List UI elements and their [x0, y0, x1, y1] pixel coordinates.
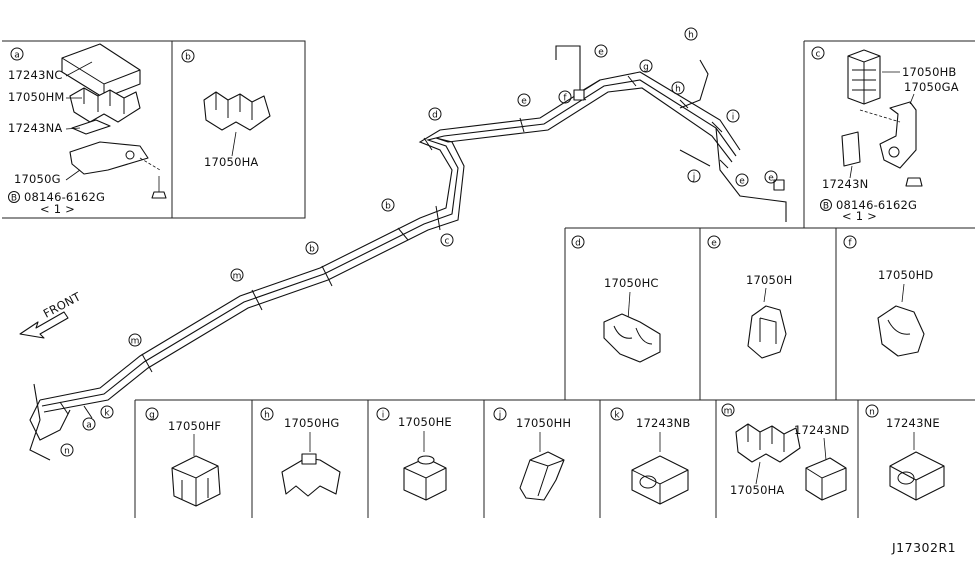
- pad-17243nd: [805, 457, 847, 501]
- pad: [71, 119, 111, 135]
- label-17050g: 17050G: [14, 172, 61, 186]
- label-17243nd: 17243ND: [794, 423, 849, 437]
- pipe-connector: [573, 89, 585, 101]
- label-17050hb: 17050HB: [902, 65, 957, 79]
- clip-17050hh: [519, 451, 565, 501]
- label-17050hm: 17050HM: [8, 90, 65, 104]
- label-17050h: 17050H: [746, 273, 792, 287]
- label-17050hc: 17050HC: [604, 276, 659, 290]
- callout-main-c: c: [445, 237, 450, 247]
- callout-letter-i: i: [382, 411, 385, 421]
- bolt-symbol: B: [11, 194, 17, 204]
- panel-c: c 17050HB 17050GA 17243N B 08146-6162G <…: [811, 46, 959, 223]
- callout-main-h: h: [688, 31, 694, 41]
- callout-main-j: j: [692, 173, 696, 183]
- panel-e: e 17050H: [707, 235, 792, 359]
- clip-assembly: [69, 87, 141, 123]
- bolt-quantity: < 1 >: [842, 209, 877, 223]
- panel-f: f 17050HD: [843, 235, 934, 357]
- callout-main-n: n: [64, 447, 70, 457]
- label-17050ha: 17050HA: [730, 483, 785, 497]
- bracket-17050ga: [879, 101, 917, 169]
- panel-frames: [2, 40, 975, 518]
- front-arrow: FRONT: [19, 289, 84, 339]
- pipe-connector: [773, 179, 785, 191]
- panel-g: g 17050HF: [145, 407, 221, 507]
- pad-17243n: [841, 131, 861, 167]
- callout-letter-d: d: [575, 239, 581, 249]
- callout-main-h: h: [675, 85, 681, 95]
- callout-main-e: e: [598, 48, 604, 58]
- clip-17050h: [747, 305, 787, 359]
- callout-letter-h: h: [264, 411, 270, 421]
- panel-i: i 17050HE: [376, 407, 452, 501]
- panel-k: k 17243NB: [610, 407, 690, 505]
- panel-d: d 17050HC: [571, 235, 661, 363]
- panel-a: a 17243NC 17050HM 17243NA 17050G B 08146…: [8, 43, 167, 216]
- bolt-part-number: 08146-6162G: [24, 190, 105, 204]
- label-17050hd: 17050HD: [878, 268, 934, 282]
- label-17243nb: 17243NB: [636, 416, 690, 430]
- clip-17050hd: [877, 305, 925, 357]
- bracket: [69, 141, 149, 175]
- pad-17243ne: [889, 451, 945, 501]
- callout-main-m: m: [131, 337, 140, 347]
- clip-17050ha: [735, 423, 801, 463]
- diagram-reference: J17302R1: [891, 540, 956, 555]
- bolt-symbol: B: [823, 202, 829, 212]
- callout-letter-k: k: [614, 411, 620, 421]
- callout-main-b: b: [309, 245, 315, 255]
- label-17050he: 17050HE: [398, 415, 452, 429]
- label-17243ne: 17243NE: [886, 416, 940, 430]
- panel-m: m 17243ND 17050HA: [721, 403, 849, 501]
- callout-main-k: k: [104, 409, 110, 419]
- label-17050hg: 17050HG: [284, 416, 340, 430]
- callout-letter-f: f: [848, 239, 852, 249]
- panel-b: b 17050HA: [181, 49, 271, 169]
- label-17050hf: 17050HF: [168, 419, 221, 433]
- callout-main-e: e: [768, 174, 774, 184]
- label-17243na: 17243NA: [8, 121, 62, 135]
- label-17050ha: 17050HA: [204, 155, 259, 169]
- callout-main-a: a: [86, 421, 92, 431]
- label-17243nc: 17243NC: [8, 68, 63, 82]
- callout-letter-j: j: [498, 411, 502, 421]
- bolt-symbol-circle: [8, 191, 20, 203]
- panel-j: j 17050HH: [493, 407, 571, 501]
- callout-letter-n: n: [869, 408, 875, 418]
- callout-letter-e: e: [711, 239, 717, 249]
- callout-main-e: e: [739, 177, 745, 187]
- main-callouts: d e e f g h h i j e e b c b m m k a n: [60, 27, 778, 457]
- protector-cover: [61, 43, 141, 99]
- label-17050hh: 17050HH: [516, 416, 571, 430]
- callout-letter-b: b: [185, 53, 191, 63]
- callout-letter-c: c: [816, 50, 821, 60]
- panel-h: h 17050HG: [260, 407, 341, 497]
- bolt-quantity: < 1 >: [40, 202, 75, 216]
- label-17243n: 17243N: [822, 177, 868, 191]
- callout-circle-a: [10, 47, 24, 61]
- callout-letter-a: a: [14, 51, 20, 61]
- callout-main-i: i: [732, 113, 735, 123]
- bolt-icon: [151, 191, 167, 199]
- fuel-pipe-routing: [29, 45, 787, 461]
- pad-17243nb: [631, 455, 689, 505]
- callout-letter-g: g: [149, 411, 155, 421]
- callout-main-m: m: [233, 272, 242, 282]
- callout-main-g: g: [643, 63, 649, 73]
- callout-main-b: b: [385, 202, 391, 212]
- callout-letter-m: m: [724, 407, 733, 417]
- front-arrow-icon: [19, 311, 69, 339]
- clip-17050ha: [203, 91, 271, 131]
- callout-main-f: f: [563, 94, 567, 104]
- panel-n: n 17243NE: [865, 404, 945, 501]
- bolt-icon: [905, 177, 923, 187]
- label-17050ga: 17050GA: [904, 80, 959, 94]
- callout-main-d: d: [432, 111, 438, 121]
- callout-main-e: e: [521, 97, 527, 107]
- bolt-part-number: 08146-6162G: [836, 198, 917, 212]
